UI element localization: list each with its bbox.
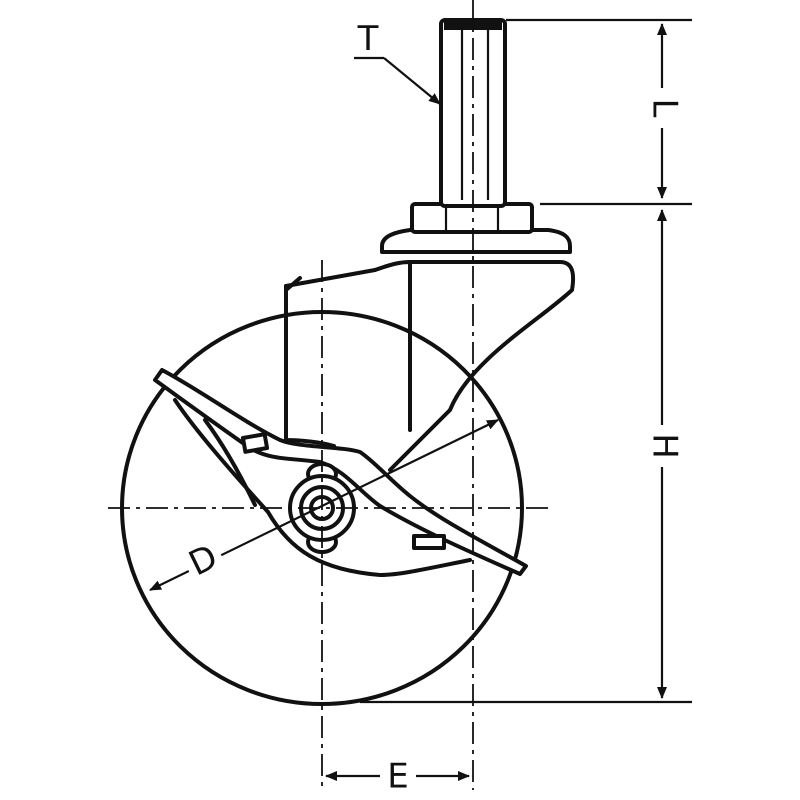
label-e: E — [387, 757, 408, 797]
dimension-h: H — [360, 209, 692, 704]
dimension-e: E — [325, 757, 470, 797]
brake-tab-lower — [412, 534, 446, 550]
label-h: H — [645, 433, 685, 459]
label-t: T — [357, 19, 379, 59]
label-d: D — [183, 537, 224, 584]
threaded-stem — [439, 18, 507, 208]
label-l: L — [645, 99, 685, 118]
swivel-head — [380, 202, 572, 254]
caster-fork — [284, 260, 576, 472]
dimension-l: L — [506, 18, 692, 206]
dimension-t: T — [354, 19, 441, 105]
brake-tab-upper — [240, 432, 270, 454]
